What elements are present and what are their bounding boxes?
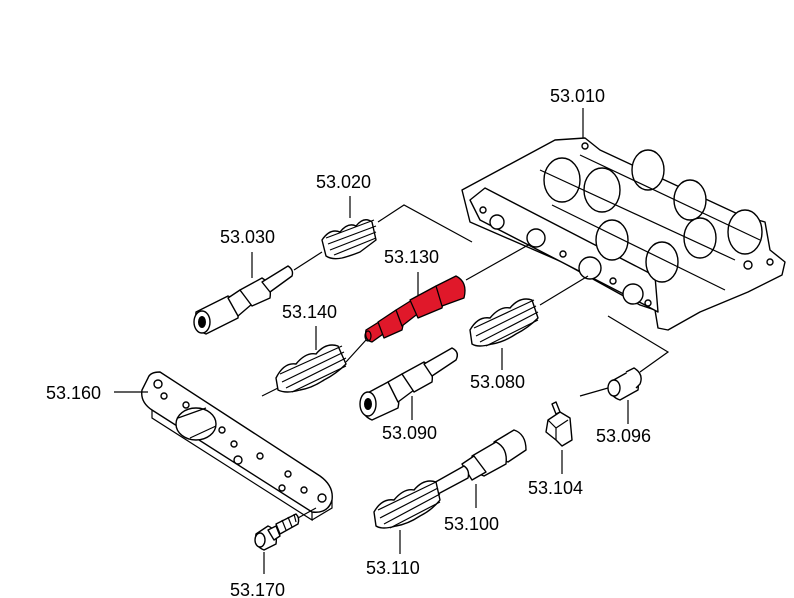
part-53-020-spring[interactable] (321, 219, 377, 260)
part-53-104-clip[interactable] (545, 401, 573, 447)
part-53-030-plunger[interactable] (193, 265, 294, 335)
callout-53-080[interactable]: 53.080 (470, 372, 525, 392)
callout-53-030[interactable]: 53.030 (220, 227, 275, 247)
guide-line-53-130 (465, 243, 531, 281)
part-53-100-plunger[interactable] (430, 429, 527, 496)
guide-line-53-170 (297, 507, 317, 519)
guide-line-53-030 (293, 251, 323, 271)
callout-53-010[interactable]: 53.010 (550, 86, 605, 106)
guide-line-53-140 (261, 339, 367, 397)
part-53-170-bolt[interactable] (254, 513, 300, 551)
part-53-110-spring[interactable] (373, 480, 441, 529)
guide-line-53-080 (539, 275, 589, 306)
callout-53-100[interactable]: 53.100 (444, 514, 499, 534)
callout-53-160[interactable]: 53.160 (46, 383, 101, 403)
part-53-130-valve-highlighted[interactable] (364, 275, 466, 343)
part-53-080-spring[interactable] (469, 298, 539, 347)
callout-53-096[interactable]: 53.096 (596, 426, 651, 446)
callout-53-020[interactable]: 53.020 (316, 172, 371, 192)
guide-line-53-096 (579, 315, 670, 397)
part-53-010-valve-body[interactable] (461, 137, 786, 331)
callout-53-170[interactable]: 53.170 (230, 580, 285, 598)
guide-line-53-020 (377, 204, 473, 243)
callout-53-140[interactable]: 53.140 (282, 302, 337, 322)
part-53-096-plug[interactable] (607, 367, 642, 401)
part-53-140-spring[interactable] (275, 344, 347, 393)
callout-53-090[interactable]: 53.090 (382, 423, 437, 443)
callout-53-110[interactable]: 53.110 (366, 558, 420, 578)
part-53-090-plunger[interactable] (359, 347, 459, 421)
part-53-160-cover-plate[interactable] (141, 371, 333, 522)
callout-53-130[interactable]: 53.130 (384, 247, 439, 267)
callout-53-104[interactable]: 53.104 (528, 478, 583, 498)
